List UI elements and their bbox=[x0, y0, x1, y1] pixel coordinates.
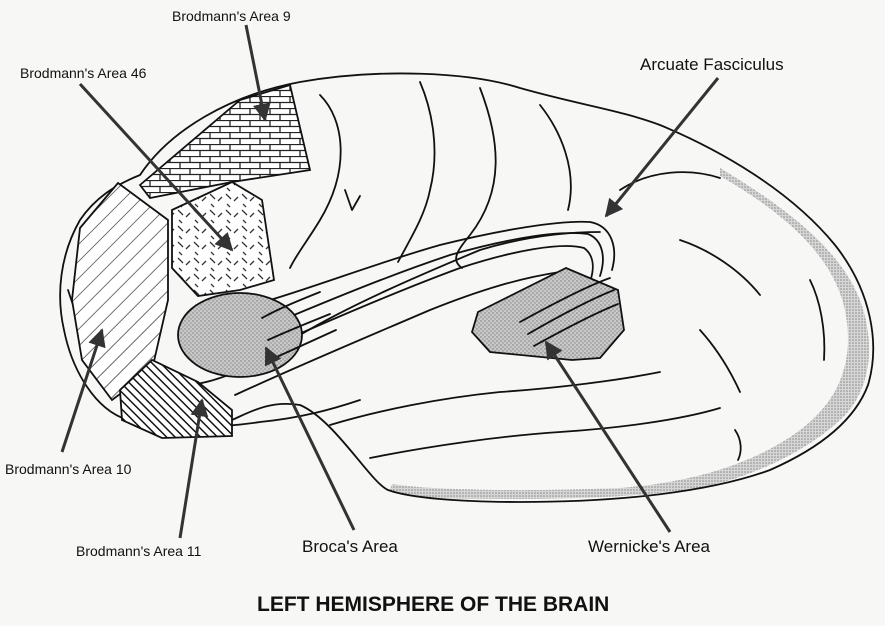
temporal-notch bbox=[735, 430, 741, 460]
label-wernicke-area: Wernicke's Area bbox=[588, 537, 711, 556]
superior-temporal-sulcus bbox=[330, 372, 660, 425]
parietal-sulcus bbox=[540, 105, 571, 210]
central-sulcus bbox=[398, 82, 435, 262]
arrow-arcuate bbox=[606, 78, 718, 216]
area-9-region bbox=[140, 85, 310, 198]
postcentral-sulcus bbox=[456, 88, 496, 268]
broca-area-region bbox=[178, 293, 302, 377]
label-broca-area: Broca's Area bbox=[302, 537, 398, 556]
occipital-sulcus-3 bbox=[700, 330, 740, 392]
inferior-temporal-sulcus bbox=[370, 408, 720, 458]
occipital-rim-shading bbox=[390, 168, 869, 499]
occipital-sulcus-4 bbox=[810, 280, 824, 360]
occipital-sulcus-2 bbox=[680, 240, 760, 295]
label-arcuate-fasciculus: Arcuate Fasciculus bbox=[640, 55, 784, 74]
frontal-sulcus-small bbox=[345, 190, 360, 210]
label-area-46: Brodmann's Area 46 bbox=[20, 65, 147, 81]
label-area-10: Brodmann's Area 10 bbox=[5, 461, 132, 477]
diagram-title: LEFT HEMISPHERE OF THE BRAIN bbox=[257, 593, 609, 616]
arrow-wernicke bbox=[546, 342, 670, 532]
label-area-11: Brodmann's Area 11 bbox=[76, 543, 202, 559]
label-area-9: Brodmann's Area 9 bbox=[172, 8, 291, 24]
